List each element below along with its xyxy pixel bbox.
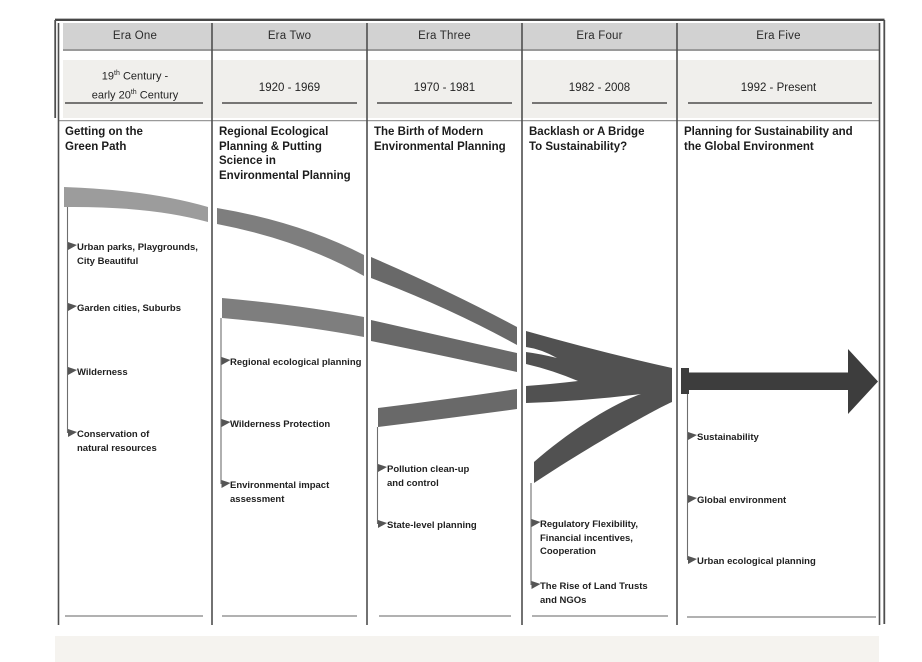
era-header-five: Era Five	[756, 30, 801, 42]
label-global-environment: Global environment	[697, 495, 787, 506]
date-superscript: th	[130, 88, 137, 96]
tick-arrow-icon	[688, 432, 697, 440]
date-superscript: th	[114, 70, 120, 77]
date-range-era-two: 1920 - 1969	[258, 82, 321, 94]
tick-arrow-icon	[68, 303, 77, 311]
era-header-two: Era Two	[267, 30, 312, 42]
label-sustainability: Sustainability	[697, 432, 759, 443]
label-regional-ecological-planning: Regional ecological planning	[230, 357, 362, 368]
tick-arrow-icon	[68, 429, 77, 437]
date-range-era-four: 1982 - 2008	[568, 82, 631, 94]
date-text: Century -	[119, 70, 169, 83]
era-header-one: Era One	[112, 30, 158, 42]
flow-band-era4-convergence	[526, 331, 672, 483]
label-urban-ecological-planning: Urban ecological planning	[697, 556, 816, 567]
column-title-era-four: Backlash or A Bridge To Sustainability?	[529, 126, 645, 153]
date-text: Century	[136, 89, 179, 102]
flow-band-era3-lower	[378, 389, 517, 427]
label-land-trusts-ngos: The Rise of Land Trusts and NGOs	[540, 581, 648, 606]
column-title-era-two: Regional Ecological Planning & Putting S…	[219, 126, 351, 182]
date-range-bar	[63, 60, 879, 118]
label-regulatory-flexibility: Regulatory Flexibility, Financial incent…	[540, 519, 639, 557]
label-wilderness: Wilderness	[77, 367, 128, 378]
label-wilderness-protection: Wilderness Protection	[230, 419, 331, 430]
era-header-four: Era Four	[576, 30, 623, 42]
bottom-strip	[55, 636, 879, 662]
flow-band-era2-lower	[222, 298, 364, 337]
tick-arrow-icon	[68, 367, 77, 375]
label-conservation: Conservation of natural resources	[77, 429, 157, 454]
tick-arrow-icon	[688, 495, 697, 503]
flow-band-era1	[64, 187, 208, 222]
column-title-era-three: The Birth of Modern Environmental Planni…	[374, 126, 506, 153]
label-pollution-cleanup: Pollution clean-up and control	[387, 464, 470, 489]
label-environmental-impact: Environmental impact assessment	[230, 480, 330, 505]
label-urban-parks: Urban parks, Playgrounds, City Beautiful	[77, 242, 198, 267]
label-garden-cities: Garden cities, Suburbs	[77, 303, 181, 314]
column-title-era-five: Planning for Sustainability and the Glob…	[684, 126, 853, 153]
label-state-level-planning: State-level planning	[387, 520, 477, 531]
date-text: 19	[101, 70, 115, 83]
flow-band-era3-middle	[371, 320, 517, 372]
tick-arrow-icon	[68, 242, 77, 250]
era-header-three: Era Three	[418, 30, 471, 42]
date-text: early 20	[91, 89, 131, 102]
date-range-era-five: 1992 - Present	[740, 82, 817, 94]
column-title-era-one: Getting on the Green Path	[65, 126, 143, 153]
tick-arrow-icon	[688, 556, 697, 564]
tick-arrow-icon	[378, 464, 387, 472]
era-header-bar	[63, 23, 879, 49]
date-range-era-one: 19th Century - early 20th Century	[58, 66, 212, 103]
date-range-era-three: 1970 - 1981	[413, 82, 476, 94]
era5-forward-arrow	[681, 349, 878, 414]
flow-band-era3-upper	[371, 257, 517, 345]
tick-arrow-icon	[378, 520, 387, 528]
flow-band-era2-upper	[217, 208, 364, 276]
